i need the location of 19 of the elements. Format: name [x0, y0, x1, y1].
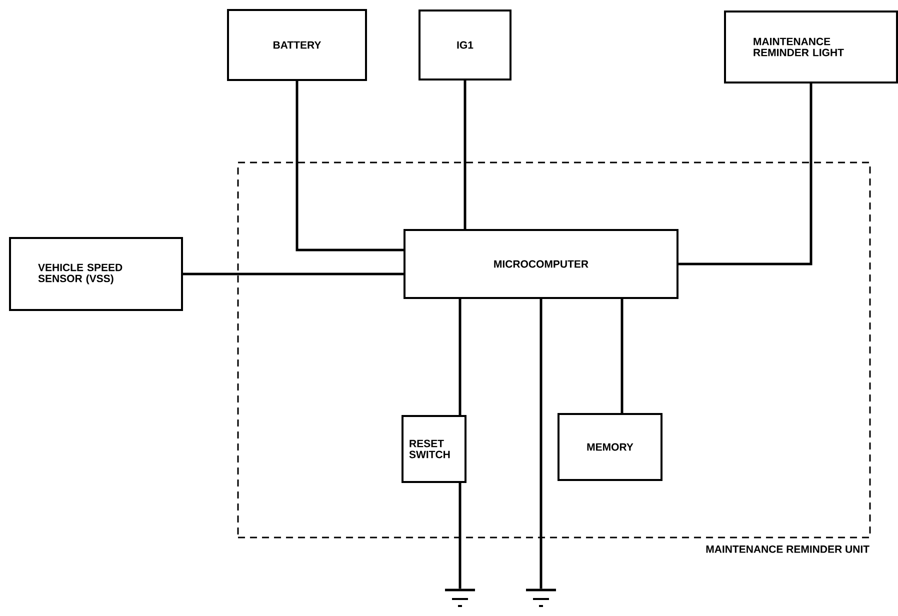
- component-box: VEHICLE SPEED SENSOR (VSS): [9, 237, 183, 311]
- wire: [296, 81, 404, 252]
- wire: [678, 84, 812, 266]
- wire: [183, 272, 404, 276]
- wire: [458, 483, 462, 589]
- component-box: BATTERY: [227, 9, 367, 81]
- component-box: MICROCOMPUTER: [404, 229, 678, 299]
- unit-label: MAINTENANCE REMINDER UNIT: [706, 545, 870, 553]
- wire: [540, 299, 542, 589]
- component-box: IG1: [418, 10, 512, 80]
- ground-symbol: [526, 588, 556, 607]
- component-box: RESET SWITCH: [402, 415, 466, 483]
- wire: [620, 299, 624, 413]
- component-box: MAINTENANCE REMINDER LIGHT: [724, 10, 898, 84]
- wire: [458, 299, 462, 415]
- ground-symbol: [445, 588, 475, 607]
- dashed-unit-boundary: [237, 162, 871, 538]
- wire: [464, 80, 466, 229]
- component-box: MEMORY: [558, 413, 662, 481]
